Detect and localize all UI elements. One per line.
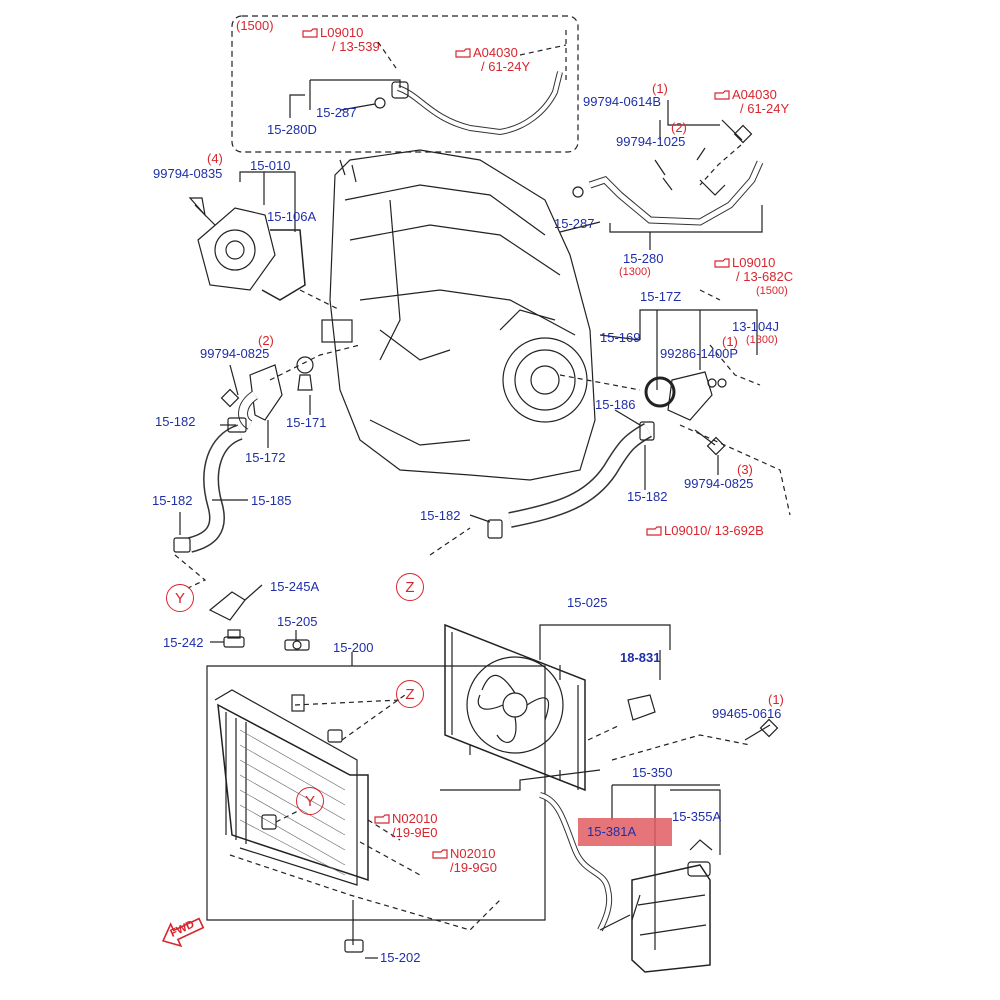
- group-label-1500: (1500): [236, 18, 274, 33]
- part-label-99286-1400p[interactable]: 99286-1400P: [660, 346, 739, 361]
- connector-z-top[interactable]: Z: [396, 573, 424, 601]
- part-label-15-205[interactable]: 15-205: [277, 614, 318, 629]
- part-label-15-355a[interactable]: 15-355A: [672, 809, 722, 824]
- part-label-99794-0825-right[interactable]: 99794-0825: [684, 476, 754, 491]
- reference-l09010-13-539[interactable]: L09010 / 13-539: [302, 26, 380, 54]
- part-label-15-010[interactable]: 15-010: [250, 158, 291, 173]
- fwd-arrow-icon: [161, 917, 205, 948]
- qty-label: (2): [671, 120, 687, 135]
- part-label-15-106a[interactable]: 15-106A: [267, 209, 317, 224]
- connector-z-radiator[interactable]: Z: [396, 680, 424, 708]
- part-label-15-171[interactable]: 15-171: [286, 415, 327, 430]
- reference-l09010-13-682c[interactable]: L09010 / 13-682C (1500): [714, 256, 793, 298]
- qty-label: (1): [652, 81, 668, 96]
- part-label-15-182-c[interactable]: 15-182: [152, 493, 193, 508]
- part-label-99794-1025[interactable]: 99794-1025: [616, 134, 686, 149]
- part-sub-label-1300: (1300): [746, 334, 778, 346]
- part-label-18-831[interactable]: 18-831: [620, 650, 661, 665]
- part-label-99794-0825-left[interactable]: 99794-0825: [200, 346, 270, 361]
- part-label-15-185[interactable]: 15-185: [251, 493, 292, 508]
- part-label-15-182-a[interactable]: 15-182: [155, 414, 196, 429]
- part-label-99794-0614b[interactable]: 99794-0614B: [583, 94, 662, 109]
- reference-hand-icon: [302, 28, 318, 38]
- reference-n02010-19-9e0[interactable]: N02010 /19-9E0: [374, 812, 438, 840]
- reference-hand-icon: [714, 258, 730, 268]
- reference-n02010-19-9g0[interactable]: N02010 /19-9G0: [432, 847, 497, 875]
- qty-label: (1): [722, 334, 738, 349]
- part-label-15-182-b[interactable]: 15-182: [627, 489, 668, 504]
- part-label-15-172[interactable]: 15-172: [245, 450, 286, 465]
- qty-label: (4): [207, 151, 223, 166]
- part-label-15-287[interactable]: 15-287: [554, 216, 595, 231]
- part-label-15-381a[interactable]: 15-381A: [587, 824, 637, 839]
- group-box-1500: [231, 15, 579, 153]
- reference-a04030-61-24y-right[interactable]: A04030 / 61-24Y: [714, 88, 789, 116]
- connector-y-top[interactable]: Y: [166, 584, 194, 612]
- qty-label: (3): [737, 462, 753, 477]
- part-sub-label-1300: (1300): [619, 266, 651, 278]
- part-label-15-287-top[interactable]: 15-287: [316, 105, 357, 120]
- part-label-15-200[interactable]: 15-200: [333, 640, 374, 655]
- part-label-15-182-d[interactable]: 15-182: [420, 508, 461, 523]
- part-label-15-280[interactable]: 15-280: [623, 251, 664, 266]
- part-label-15-025[interactable]: 15-025: [567, 595, 608, 610]
- part-label-13-104j[interactable]: 13-104J: [732, 319, 779, 334]
- reference-a04030-61-24y-top[interactable]: A04030 / 61-24Y: [455, 46, 530, 74]
- part-label-15-17z[interactable]: 15-17Z: [640, 289, 682, 304]
- connector-y-radiator[interactable]: Y: [296, 787, 324, 815]
- part-label-99794-0835[interactable]: 99794-0835: [153, 166, 223, 181]
- part-label-15-245a[interactable]: 15-245A: [270, 579, 320, 594]
- reference-hand-icon: [374, 814, 390, 824]
- reference-hand-icon: [714, 90, 730, 100]
- part-label-15-350[interactable]: 15-350: [632, 765, 673, 780]
- reference-hand-icon: [432, 849, 448, 859]
- part-label-15-186[interactable]: 15-186: [595, 397, 636, 412]
- part-label-15-202[interactable]: 15-202: [380, 950, 421, 965]
- reference-hand-icon: [455, 48, 471, 58]
- reference-l09010-13-692b[interactable]: L09010/ 13-692B: [646, 524, 764, 538]
- highlight-15-381a: [578, 818, 672, 846]
- reference-hand-icon: [646, 526, 662, 536]
- part-label-15-169[interactable]: 15-169: [600, 330, 641, 345]
- part-label-99465-0616[interactable]: 99465-0616: [712, 706, 782, 721]
- qty-label: (1): [768, 692, 784, 707]
- qty-label: (2): [258, 333, 274, 348]
- part-label-15-280d[interactable]: 15-280D: [267, 122, 317, 137]
- part-label-15-242[interactable]: 15-242: [163, 635, 204, 650]
